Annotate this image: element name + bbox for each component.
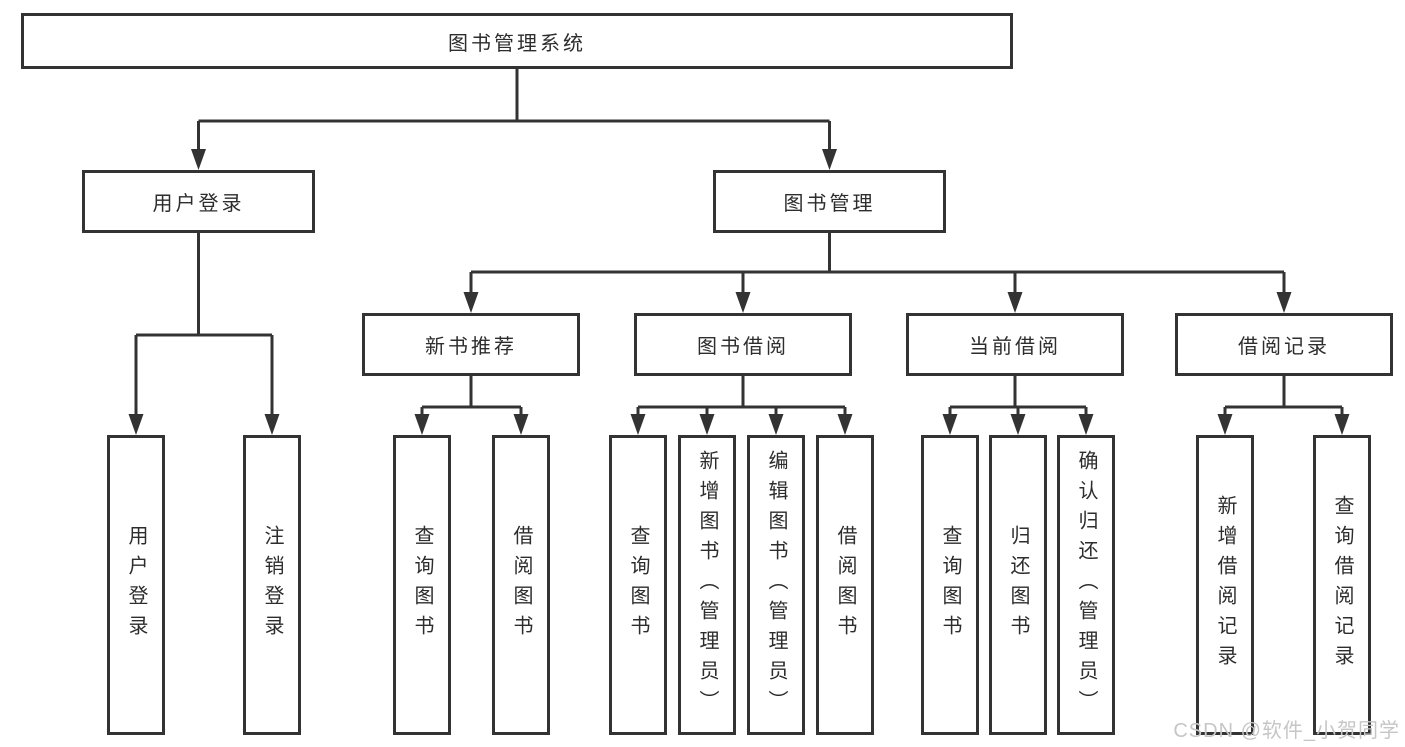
node-leaf-borrow-books: 借阅图书 [816, 435, 874, 735]
node-leaf-confirm-return-admin-label: 确认归还（管理员） [1075, 450, 1097, 720]
node-book-management: 图书管理 [713, 170, 946, 233]
node-leaf-borrow-books-label: 借阅图书 [834, 525, 856, 645]
node-root-label: 图书管理系统 [448, 32, 586, 55]
node-leaf-borrow-books-recommend: 借阅图书 [492, 435, 550, 735]
node-leaf-add-book-admin: 新增图书（管理员） [678, 435, 736, 735]
node-leaf-logout-label: 注销登录 [261, 525, 283, 645]
node-book-management-label: 图书管理 [783, 193, 876, 215]
watermark: CSDN @软件_小贺同学 [1173, 720, 1400, 742]
node-new-book-recommendation-label: 新书推荐 [425, 336, 517, 358]
node-leaf-query-books-recommend-label: 查询图书 [411, 525, 433, 645]
node-leaf-logout: 注销登录 [243, 435, 301, 735]
node-leaf-add-borrow-record: 新增借阅记录 [1196, 435, 1254, 735]
node-current-borrowing-label: 当前借阅 [969, 336, 1061, 358]
node-borrowing-records: 借阅记录 [1175, 313, 1393, 376]
node-leaf-query-borrow-record-label: 查询借阅记录 [1331, 495, 1353, 675]
node-leaf-query-books-borrow: 查询图书 [609, 435, 667, 735]
node-leaf-query-books-recommend: 查询图书 [393, 435, 451, 735]
connector-book-borrow-to-leaves [636, 376, 847, 417]
connector-book-management-to-level3 [469, 233, 1286, 295]
node-leaf-return-books-label: 归还图书 [1007, 525, 1029, 645]
node-leaf-user-login-label: 用户登录 [125, 525, 147, 645]
node-borrowing-records-label: 借阅记录 [1238, 336, 1330, 358]
node-leaf-borrow-books-recommend-label: 借阅图书 [510, 525, 532, 645]
connector-new-books-to-leaves [420, 376, 523, 417]
node-leaf-query-books-current: 查询图书 [921, 435, 979, 735]
connector-user-login-to-leaves [134, 233, 274, 417]
node-leaf-query-borrow-record: 查询借阅记录 [1313, 435, 1371, 735]
node-leaf-query-books-current-label: 查询图书 [939, 525, 961, 645]
connector-current-borrow-to-leaves [948, 376, 1088, 417]
node-user-login: 用户登录 [82, 170, 315, 233]
connector-root-to-level2 [197, 69, 831, 152]
node-new-book-recommendation: 新书推荐 [362, 313, 580, 376]
node-root: 图书管理系统 [21, 13, 1013, 69]
arrowheads [128, 149, 1350, 435]
node-current-borrowing: 当前借阅 [906, 313, 1124, 376]
node-leaf-edit-book-admin-label: 编辑图书（管理员） [765, 450, 787, 720]
node-user-login-label: 用户登录 [152, 193, 245, 215]
node-leaf-return-books: 归还图书 [989, 435, 1047, 735]
node-leaf-user-login: 用户登录 [107, 435, 165, 735]
node-leaf-confirm-return-admin: 确认归还（管理员） [1057, 435, 1115, 735]
node-book-borrowing: 图书借阅 [634, 313, 852, 376]
node-leaf-query-books-borrow-label: 查询图书 [627, 525, 649, 645]
node-leaf-add-book-admin-label: 新增图书（管理员） [696, 450, 718, 720]
connector-borrow-records-to-leaves [1223, 376, 1344, 417]
node-book-borrowing-label: 图书借阅 [697, 336, 789, 358]
node-leaf-add-borrow-record-label: 新增借阅记录 [1214, 495, 1236, 675]
node-leaf-edit-book-admin: 编辑图书（管理员） [747, 435, 805, 735]
